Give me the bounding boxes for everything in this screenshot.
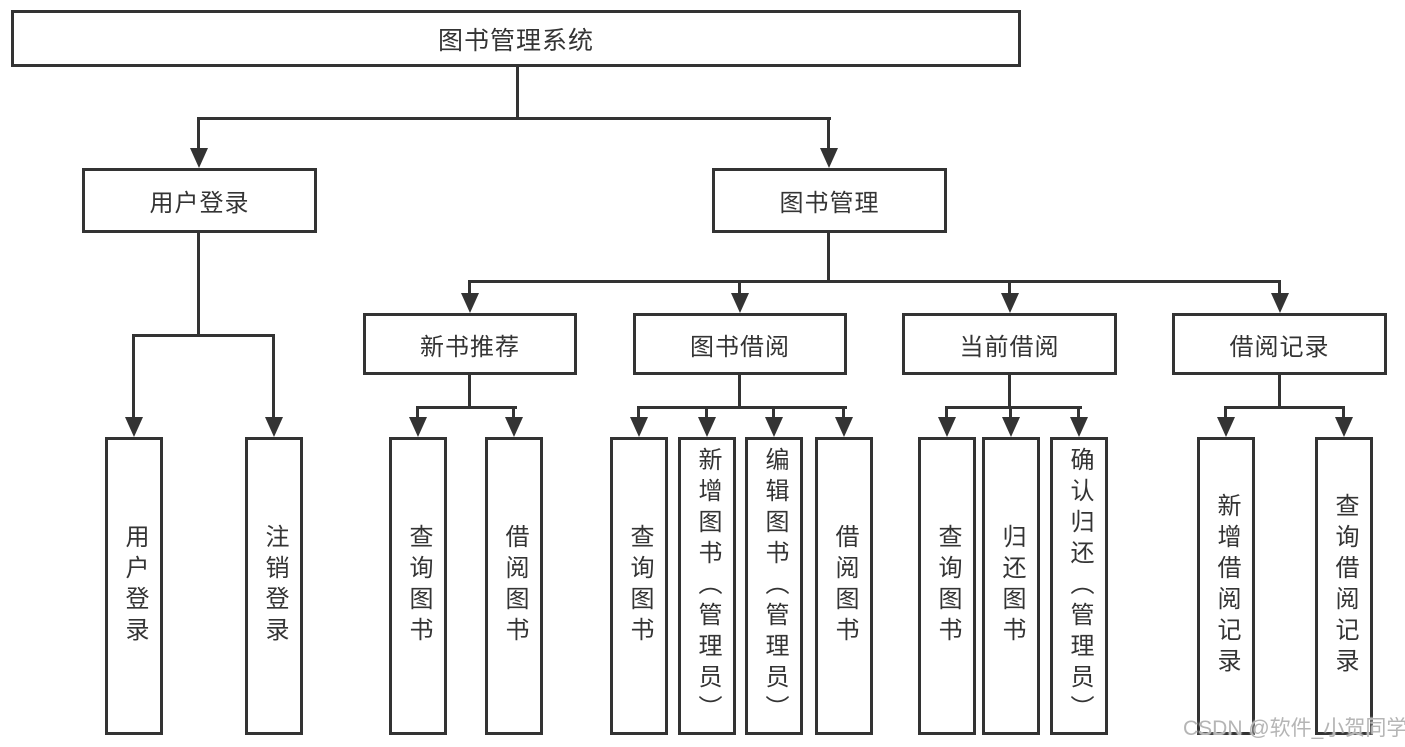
connector-line: [945, 406, 1082, 409]
connector-line: [1342, 406, 1345, 420]
node-new-book-recommend: 新书推荐: [363, 313, 577, 375]
node-label: 查询图书: [405, 524, 432, 648]
arrow-down-icon: [1217, 417, 1235, 437]
connector-line: [197, 231, 200, 336]
arrow-down-icon: [938, 417, 956, 437]
node-label: 编辑图书（管理员）: [761, 446, 788, 726]
node-label: 图书管理系统: [437, 26, 594, 55]
connector-line: [738, 373, 741, 409]
arrow-down-icon: [1001, 293, 1019, 313]
node-label: 图书管理: [779, 190, 880, 217]
leaf-add-books-admin: 新增图书（管理员）: [678, 437, 736, 735]
csdn-watermark: CSDN @软件_小贺同学: [1183, 717, 1405, 740]
arrow-down-icon: [630, 417, 648, 437]
arrow-down-icon: [409, 417, 427, 437]
node-label: 借阅图书: [501, 524, 528, 648]
node-label: 查询图书: [934, 524, 961, 648]
connector-line: [945, 406, 948, 420]
connector-line: [842, 406, 845, 420]
connector-line: [516, 67, 519, 119]
arrow-down-icon: [125, 417, 143, 437]
leaf-user-login: 用户登录: [105, 437, 163, 735]
node-borrowing-records: 借阅记录: [1172, 313, 1387, 375]
connector-line: [772, 406, 775, 420]
leaf-query-books-recommend: 查询图书: [389, 437, 447, 735]
node-label: 归还图书: [998, 524, 1025, 648]
arrow-down-icon: [505, 417, 523, 437]
leaf-add-borrow-record: 新增借阅记录: [1197, 437, 1255, 735]
connector-line: [1278, 373, 1281, 409]
node-user-login: 用户登录: [82, 168, 317, 233]
leaf-borrow-books-recommend: 借阅图书: [485, 437, 543, 735]
leaf-edit-books-admin: 编辑图书（管理员）: [745, 437, 803, 735]
arrow-down-icon: [835, 417, 853, 437]
connector-line: [1009, 406, 1012, 420]
node-label: 注销登录: [261, 524, 288, 648]
node-book-borrowing: 图书借阅: [633, 313, 847, 375]
connector-line: [132, 334, 135, 419]
arrow-down-icon: [1002, 417, 1020, 437]
connector-line: [197, 117, 831, 120]
connector-line: [637, 406, 640, 420]
connector-line: [637, 406, 847, 409]
node-label: 查询借阅记录: [1331, 493, 1358, 679]
arrow-down-icon: [731, 293, 749, 313]
node-label: 借阅图书: [831, 524, 858, 648]
connector-line: [1224, 406, 1227, 420]
connector-line: [132, 334, 275, 337]
connector-line: [468, 280, 471, 296]
leaf-query-borrow-record: 查询借阅记录: [1315, 437, 1373, 735]
connector-line: [738, 280, 741, 296]
node-label: 借阅记录: [1229, 333, 1330, 361]
node-label: 新书推荐: [420, 333, 520, 361]
connector-line: [827, 231, 830, 282]
node-book-management: 图书管理: [712, 168, 947, 233]
arrow-down-icon: [765, 417, 783, 437]
connector-line: [1278, 280, 1281, 296]
connector-line: [416, 406, 517, 409]
node-label: 新增借阅记录: [1213, 493, 1240, 679]
connector-line: [1224, 406, 1345, 409]
connector-line: [1008, 373, 1011, 409]
arrow-down-icon: [461, 293, 479, 313]
arrow-down-icon: [1335, 417, 1353, 437]
arrow-down-icon: [698, 417, 716, 437]
arrow-down-icon: [1070, 417, 1088, 437]
node-label: 当前借阅: [959, 333, 1060, 361]
connector-line: [1077, 406, 1080, 420]
connector-line: [468, 373, 471, 409]
leaf-confirm-return-admin: 确认归还（管理员）: [1050, 437, 1108, 735]
node-label: 查询图书: [626, 524, 653, 648]
leaf-borrow-books: 借阅图书: [815, 437, 873, 735]
connector-line: [827, 117, 830, 150]
connector-line: [512, 406, 515, 420]
arrow-down-icon: [1271, 293, 1289, 313]
node-label: 用户登录: [121, 524, 148, 648]
connector-line: [1008, 280, 1011, 296]
arrow-down-icon: [820, 148, 838, 168]
arrow-down-icon: [190, 148, 208, 168]
connector-line: [197, 117, 200, 150]
node-label: 新增图书（管理员）: [694, 446, 721, 726]
node-label: 图书借阅: [690, 333, 790, 361]
leaf-query-books-borrowing: 查询图书: [610, 437, 668, 735]
leaf-query-books-current: 查询图书: [918, 437, 976, 735]
node-current-borrowing: 当前借阅: [902, 313, 1117, 375]
node-label: 确认归还（管理员）: [1066, 446, 1093, 726]
leaf-return-books: 归还图书: [982, 437, 1040, 735]
connector-line: [272, 334, 275, 419]
node-library-system: 图书管理系统: [11, 10, 1021, 67]
leaf-logout: 注销登录: [245, 437, 303, 735]
connector-line: [705, 406, 708, 420]
arrow-down-icon: [265, 417, 283, 437]
connector-line: [468, 280, 1281, 283]
node-label: 用户登录: [149, 190, 250, 217]
connector-line: [416, 406, 419, 420]
